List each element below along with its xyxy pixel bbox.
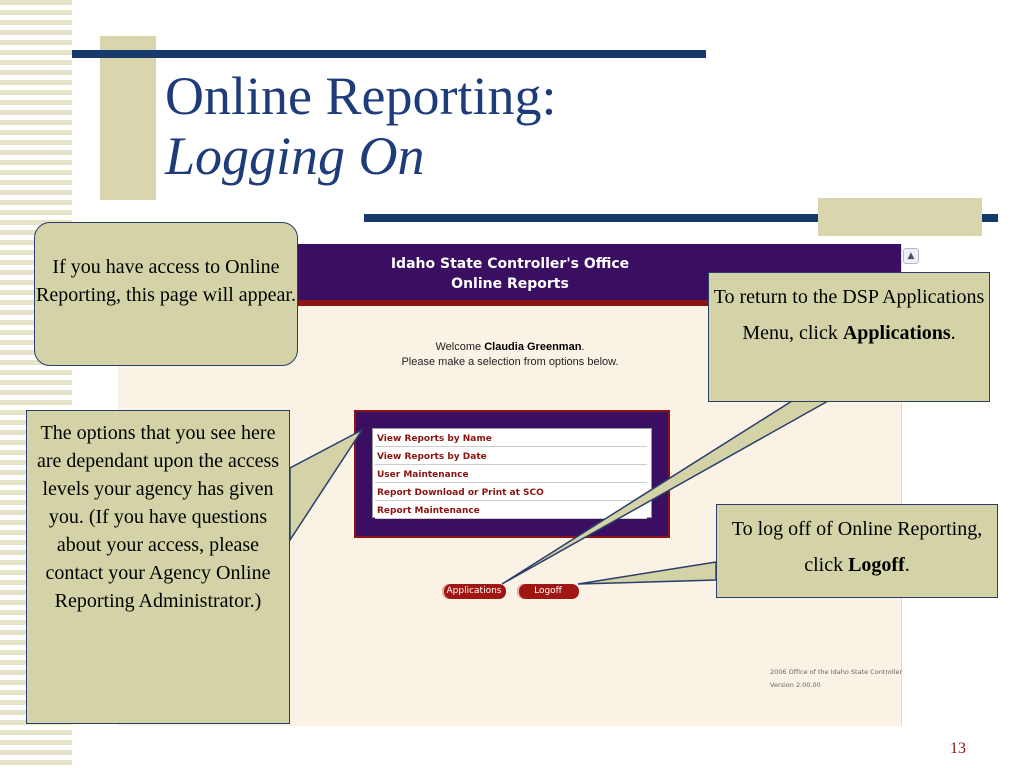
applications-callout-bold: Applications [842,322,951,344]
logoff-callout-text: To log off of Online Reporting, click [731,518,983,576]
applications-callout-text: To return to the DSP Applications Menu, … [713,286,985,344]
app-footer: 2006 Office of the Idaho State Controlle… [770,666,902,692]
welcome-prefix: Welcome [435,341,482,353]
title-bottom-rule [364,214,998,222]
page-number: 13 [950,740,966,757]
scroll-up-icon[interactable]: ▲ [903,248,919,264]
logoff-callout-bold: Logoff [848,554,905,576]
access-callout: If you have access to Online Reporting, … [34,222,298,366]
rule-accent-block [818,198,982,236]
options-list: View Reports by Name View Reports by Dat… [372,428,652,519]
slide-title-line2: Logging On [165,126,425,186]
user-name: Claudia Greenman [484,341,582,353]
app-header-subtitle: Online Reports [451,276,569,292]
applications-button[interactable]: Applications [442,584,506,599]
welcome-message: Welcome Claudia Greenman. Please make a … [118,340,902,370]
version-text: Version 2.00.00 [770,681,821,689]
menu-item-view-by-date[interactable]: View Reports by Date [375,449,647,465]
title-accent-block [100,36,156,200]
title-top-rule [72,50,706,58]
menu-item-user-maintenance[interactable]: User Maintenance [375,467,647,483]
logoff-pointer [577,561,717,585]
menu-item-report-download[interactable]: Report Download or Print at SCO [375,485,647,501]
welcome-suffix: . [581,341,585,353]
app-header-title: Idaho State Controller's Office [390,256,630,272]
logoff-button[interactable]: Logoff [517,584,579,599]
applications-callout: To return to the DSP Applications Menu, … [708,272,990,402]
slide-title: Online Reporting: Logging On [165,66,556,186]
menu-item-report-maintenance[interactable]: Report Maintenance [375,503,647,519]
slide-title-line1: Online Reporting: [165,66,557,126]
copyright-text: 2006 Office of the Idaho State Controlle… [770,668,903,676]
logoff-callout: To log off of Online Reporting, click Lo… [716,504,998,598]
menu-item-view-by-name[interactable]: View Reports by Name [375,431,647,447]
options-pointer [289,427,365,543]
options-callout: The options that you see here are depend… [26,410,290,724]
applications-callout-end: . [950,322,956,344]
logoff-callout-end: . [904,554,910,576]
instruction-text: Please make a selection from options bel… [401,356,619,368]
